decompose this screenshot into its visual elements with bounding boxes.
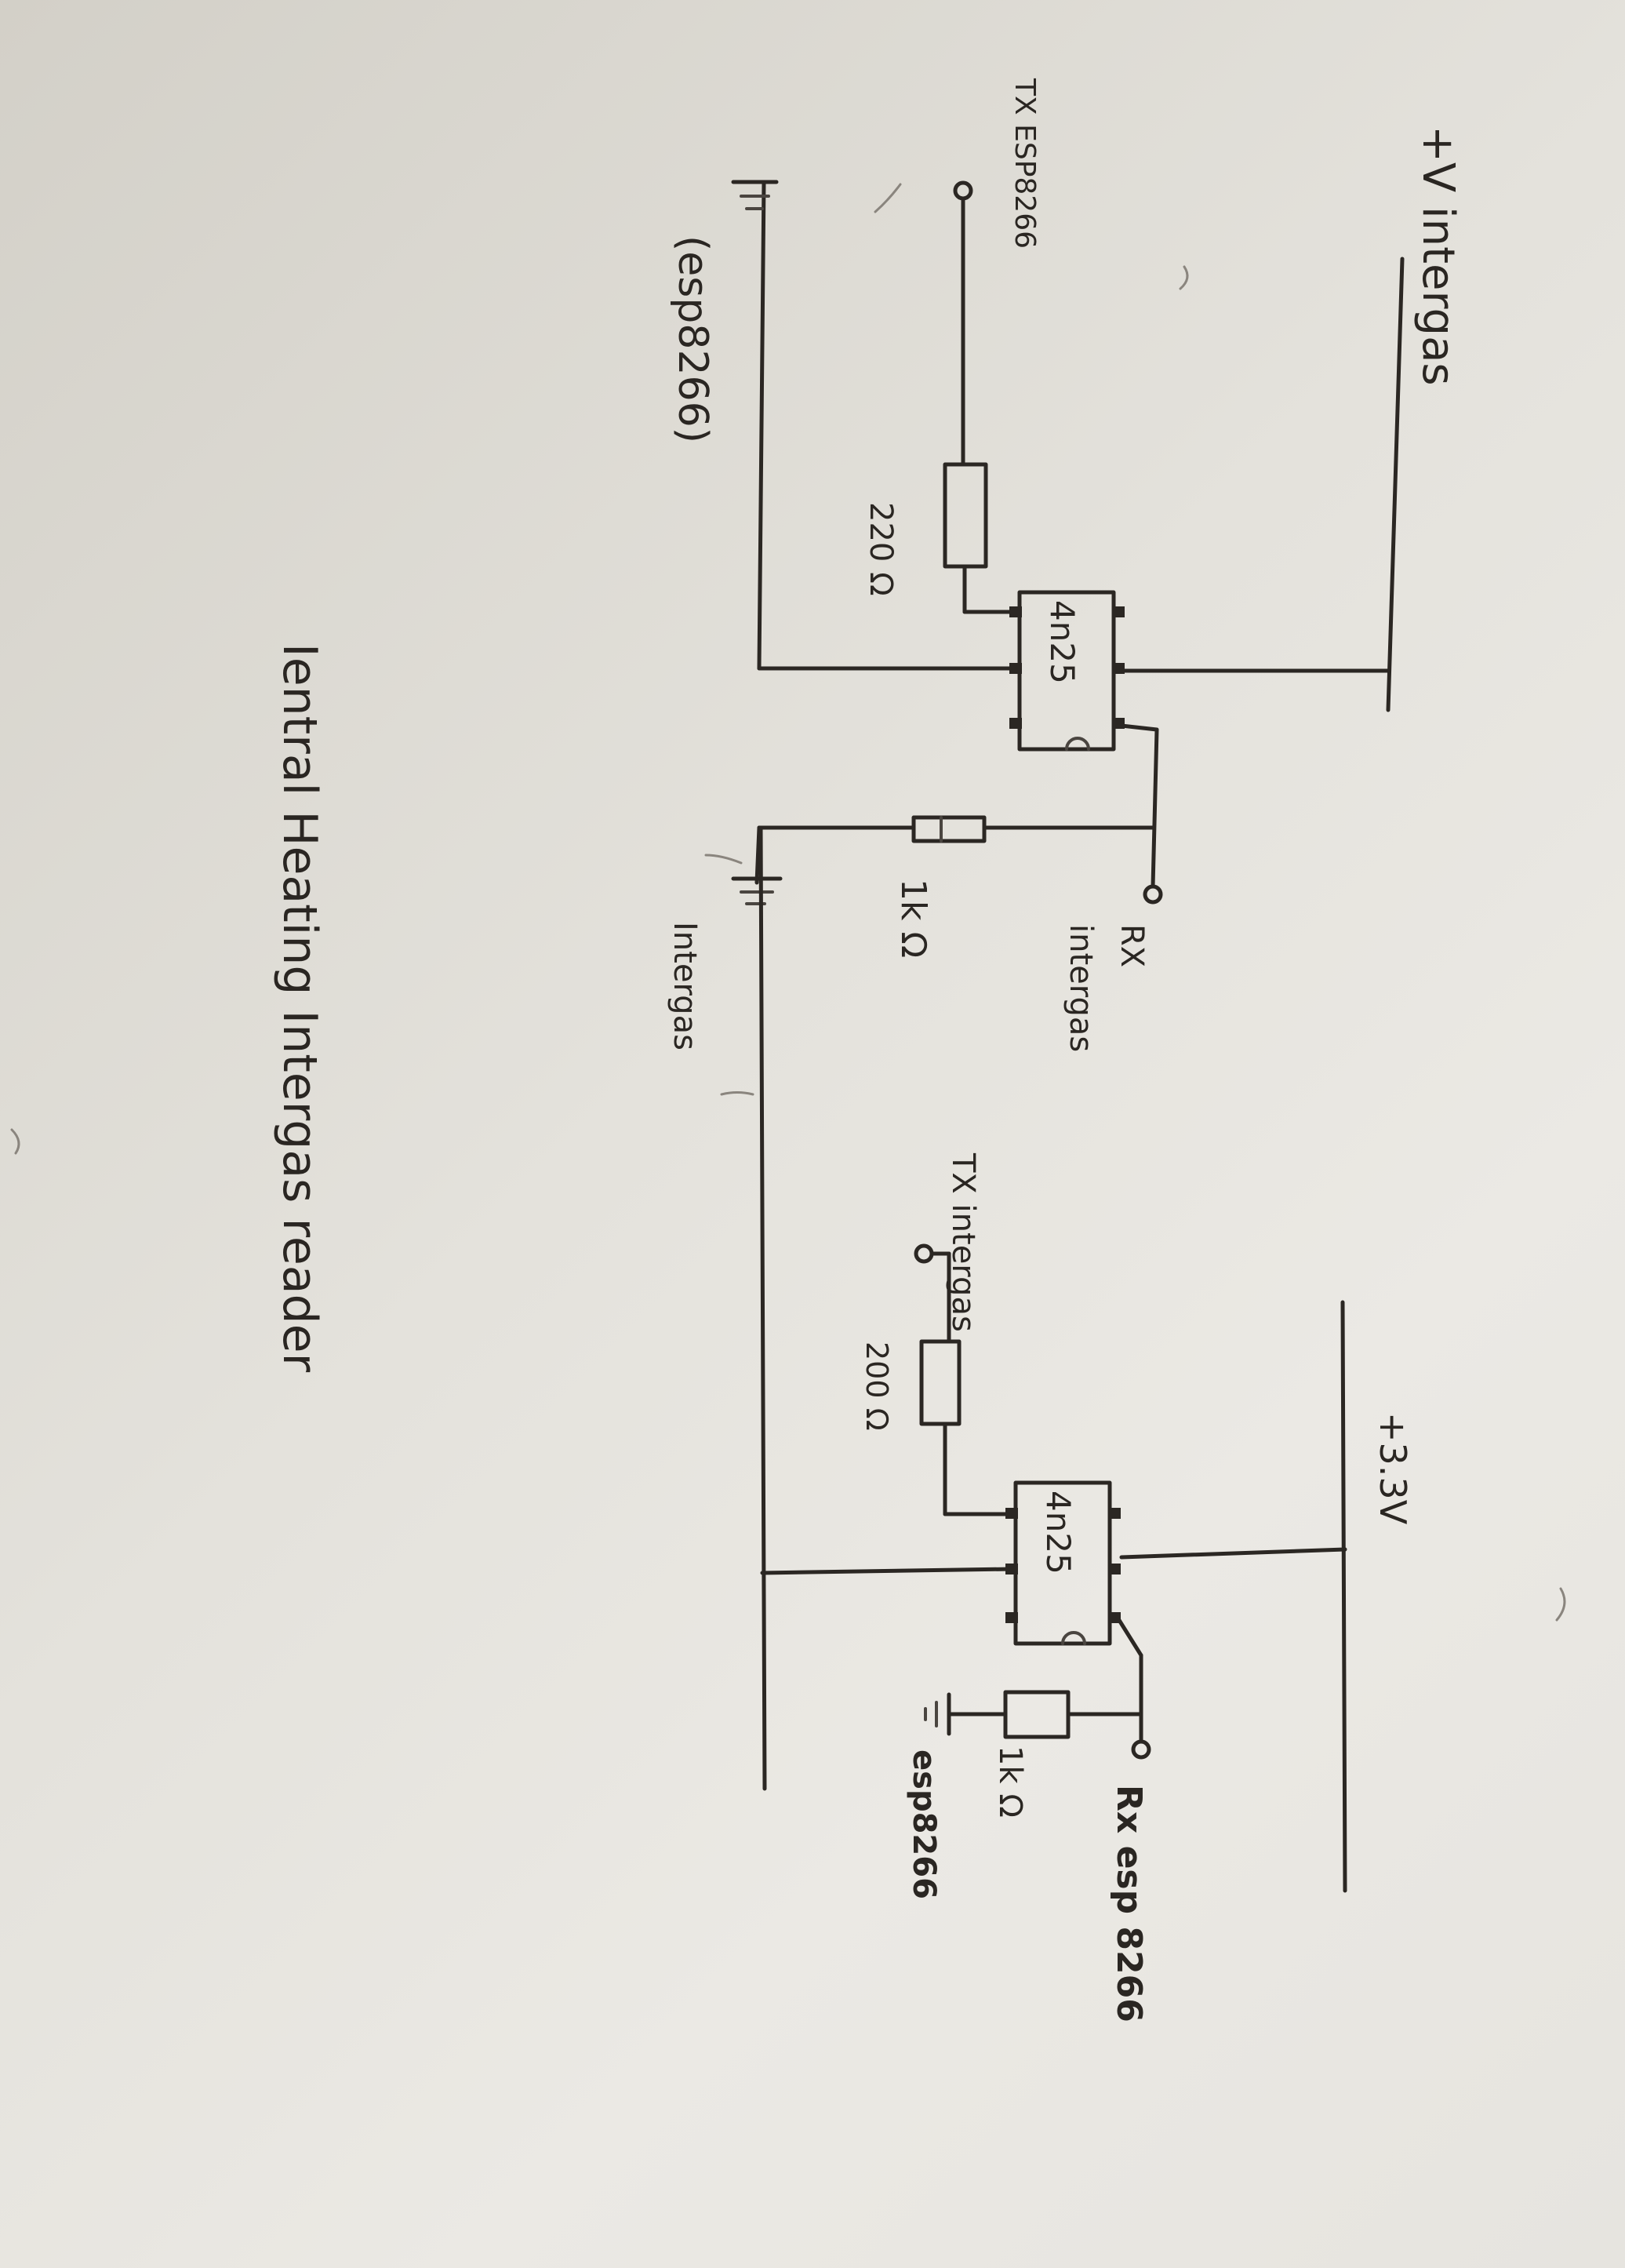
bottom-opto-to-rx [1115, 1615, 1143, 1658]
top-opto-to-rx [1119, 723, 1159, 732]
bottom-opto-notch [1061, 1631, 1086, 1645]
top-output-sublabel: intergas [1063, 924, 1099, 1052]
top-circuit [731, 180, 1405, 905]
bottom-input-resistor-label: 200 Ω [860, 1342, 894, 1431]
top-output-resistor-label: 1k Ω [893, 879, 933, 958]
top-output-terminal [1143, 884, 1163, 905]
top-opto-pin-1 [1009, 606, 1022, 617]
top-supply-label: +V intergas [1412, 126, 1463, 386]
bottom-input-terminal [914, 1243, 934, 1264]
bottom-opto-pin-1 [1005, 1508, 1018, 1519]
pencil-marks [10, 183, 1566, 1622]
top-output-label: RX [1114, 924, 1150, 967]
bottom-common-rail [758, 825, 767, 1791]
top-supply-rail [1386, 257, 1405, 712]
top-opto-pin-5 [1112, 663, 1125, 674]
top-opto-notch [1065, 737, 1090, 751]
bottom-opto-pin-3 [1005, 1612, 1018, 1623]
bottom-output-ground-label: esp8266 [906, 1749, 942, 1899]
top-input-resistor-label: 220 Ω [863, 502, 899, 596]
bottom-output-terminal [1131, 1739, 1151, 1760]
top-output-resistor [911, 815, 987, 843]
top-optocoupler-label: 4n25 [1043, 600, 1082, 684]
pencil-stroke [720, 1091, 754, 1096]
page-title: Ientral Heating Intergas reader [272, 643, 327, 1373]
bottom-supply-label: +3.3V [1372, 1412, 1414, 1525]
top-output-ground-label: Intergas [667, 922, 703, 1050]
top-output-ground-rail [754, 825, 762, 885]
top-input-terminal [953, 180, 973, 201]
bottom-circuit [758, 825, 1347, 1893]
bottom-optocoupler-label: 4n25 [1039, 1491, 1078, 1574]
top-input-label: TX ESP8266 [1009, 78, 1041, 249]
bottom-opto-pin-2 [1005, 1564, 1018, 1574]
pencil-stroke [1555, 1587, 1566, 1622]
top-opto-pin-4 [1112, 606, 1125, 617]
top-ground-rail [757, 180, 766, 671]
top-rx-wire [1151, 727, 1159, 889]
top-ground-label: (esp8266) [669, 235, 716, 443]
bottom-supply-rail [1340, 1300, 1347, 1893]
pencil-stroke [874, 183, 902, 213]
bottom-output-resistor-label: 1k Ω [992, 1746, 1028, 1818]
bottom-output-resistor [1003, 1690, 1071, 1739]
bottom-input-label: TX intergas [945, 1152, 981, 1332]
top-opto-pin-2 [1009, 663, 1022, 674]
bottom-common-to-opto [760, 1567, 1014, 1575]
top-opto-pin-3 [1009, 718, 1022, 729]
pencil-stroke [704, 854, 743, 865]
top-input-resistor [943, 462, 988, 569]
pencil-stroke [1179, 265, 1189, 290]
bottom-supply-wire [1119, 1547, 1347, 1560]
labels: +V intergas TX ESP8266 (esp8266) 220 Ω 4… [272, 78, 1463, 2022]
bottom-opto-pin-5 [1108, 1564, 1121, 1574]
bottom-output-label: Rx esp 8266 [1109, 1785, 1149, 2022]
bottom-input-resistor [919, 1339, 962, 1426]
bottom-opto-pin-4 [1108, 1508, 1121, 1519]
pencil-stroke [10, 1128, 20, 1155]
